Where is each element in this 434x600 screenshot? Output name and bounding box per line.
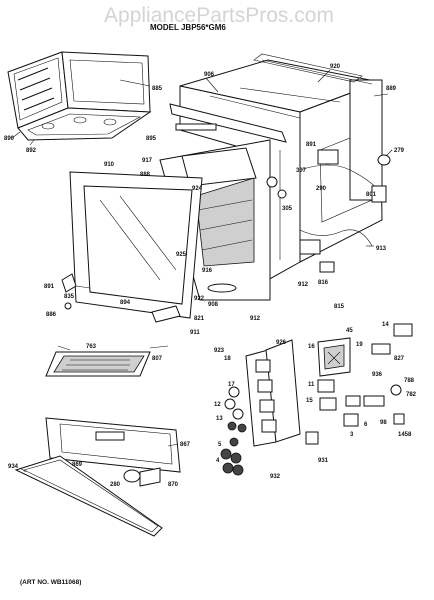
callout-924: 924 — [192, 186, 203, 192]
callout-911: 911 — [190, 330, 200, 336]
knob-set — [220, 386, 247, 476]
callout-895: 895 — [146, 136, 157, 142]
callout-908: 908 — [208, 302, 219, 308]
callout-14: 14 — [382, 322, 389, 328]
oven-door-assembly — [7, 51, 152, 141]
callout-816: 816 — [318, 280, 329, 286]
callout-98: 98 — [380, 420, 387, 426]
callout-920: 920 — [330, 64, 341, 70]
callout-807: 807 — [152, 356, 163, 362]
callout-869: 869 — [72, 462, 83, 468]
callout-16: 16 — [308, 344, 315, 350]
callout-1458: 1458 — [398, 432, 412, 438]
callout-917: 917 — [142, 158, 153, 164]
callout-894: 894 — [120, 300, 131, 306]
callout-290: 290 — [316, 186, 327, 192]
art-number: (ART NO. WB11068) — [20, 579, 81, 586]
callout-891b: 891 — [44, 284, 55, 290]
callout-835: 835 — [64, 294, 75, 300]
callout-279: 279 — [394, 148, 405, 154]
callout-13: 13 — [216, 416, 223, 422]
callout-932: 932 — [270, 474, 281, 480]
callout-926: 926 — [276, 340, 287, 346]
callout-45: 45 — [346, 328, 353, 334]
callout-889: 889 — [386, 86, 397, 92]
callout-886: 886 — [46, 312, 57, 318]
callout-5: 5 — [218, 442, 222, 448]
callout-898: 912 — [298, 282, 309, 288]
callout-887: 925 — [176, 252, 187, 258]
callout-6: 6 — [364, 422, 368, 428]
door-window-frame — [69, 171, 203, 319]
callout-801: 801 — [366, 192, 377, 198]
callout-922: 922 — [194, 296, 205, 302]
callout-934: 934 — [8, 464, 19, 470]
clock-timer — [317, 337, 351, 377]
callout-305: 305 — [282, 206, 293, 212]
control-panel — [45, 417, 181, 473]
model-heading: MODEL JBP56*GM6 — [150, 23, 226, 32]
callout-890: 890 — [4, 136, 15, 142]
hinge-part — [61, 273, 77, 310]
bottom-trim — [14, 455, 163, 537]
callout-782: 782 — [406, 392, 417, 398]
callout-280: 280 — [110, 482, 121, 488]
callout-763: 763 — [86, 344, 97, 350]
callout-913: 913 — [376, 246, 387, 252]
callout-11: 11 — [308, 382, 315, 388]
callout-918: 916 — [202, 268, 213, 274]
callout-307: 307 — [296, 168, 307, 174]
callout-870: 870 — [168, 482, 179, 488]
callout-910: 910 — [104, 162, 115, 168]
callout-18: 18 — [224, 356, 231, 362]
callout-912: 912 — [250, 316, 261, 322]
callout-12: 12 — [214, 402, 221, 408]
callout-891: 891 — [306, 142, 317, 148]
callout-892: 892 — [26, 148, 37, 154]
callout-815: 815 — [334, 304, 345, 310]
callout-885: 885 — [152, 86, 163, 92]
watermark-text: AppliancePartsPros.com — [104, 4, 334, 27]
callout-867: 867 — [180, 442, 191, 448]
callout-821: 821 — [194, 316, 205, 322]
callout-827: 827 — [394, 356, 405, 362]
callout-906: 906 — [204, 72, 215, 78]
callout-888: 888 — [140, 172, 151, 178]
top-trim-bar — [169, 103, 287, 187]
switch-components — [305, 323, 413, 445]
callout-936: 936 — [372, 372, 383, 378]
callout-788: 788 — [404, 378, 415, 384]
callout-4: 4 — [216, 458, 220, 464]
callout-19: 19 — [356, 342, 363, 348]
leader-lines — [11, 69, 393, 473]
callout-923: 923 — [214, 348, 225, 354]
vent-grille — [45, 351, 151, 377]
side-bezel — [245, 339, 301, 447]
callout-15: 15 — [306, 398, 313, 404]
callout-931: 931 — [318, 458, 329, 464]
wiring-harness — [266, 149, 391, 273]
callout-17: 17 — [228, 382, 235, 388]
callout-labels: 885 890 892 910 906 920 889 895 917 888 … — [4, 64, 417, 488]
callout-3: 3 — [350, 432, 354, 438]
bracket-916 — [151, 305, 181, 323]
